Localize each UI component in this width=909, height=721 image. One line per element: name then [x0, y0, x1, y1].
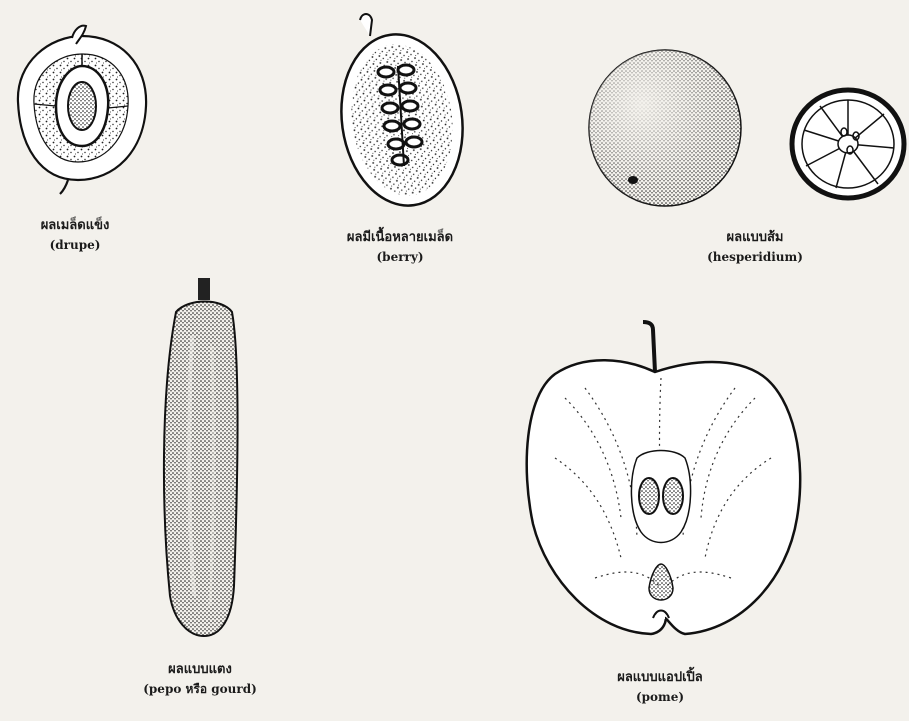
drupe-english-label: (drupe) [20, 236, 130, 255]
berry-illustration [338, 10, 466, 208]
pome-thai-label: ผลแบบแอปเปิ้ล [560, 668, 760, 688]
berry-thai-label: ผลมีเนื้อหลายเมล็ด [300, 228, 500, 248]
hesperidium-thai-label: ผลแบบส้ม [680, 228, 830, 248]
pepo-illustration [148, 276, 240, 640]
pepo-caption: ผลแบบแตง (pepo หรือ gourd) [100, 660, 300, 699]
pome-caption: ผลแบบแอปเปิ้ล (pome) [560, 668, 760, 707]
hesperidium-whole-illustration [585, 46, 745, 210]
hesperidium-section-illustration [790, 88, 906, 200]
pome-illustration [525, 318, 801, 640]
drupe-thai-label: ผลเมล็ดแข็ง [20, 216, 130, 236]
hesperidium-caption: ผลแบบส้ม (hesperidium) [680, 228, 830, 267]
berry-caption: ผลมีเนื้อหลายเมล็ด (berry) [300, 228, 500, 267]
pome-english-label: (pome) [560, 688, 760, 707]
pepo-thai-label: ผลแบบแตง [100, 660, 300, 680]
drupe-caption: ผลเมล็ดแข็ง (drupe) [20, 216, 130, 255]
drupe-illustration [10, 22, 152, 194]
berry-english-label: (berry) [300, 248, 500, 267]
hesperidium-english-label: (hesperidium) [680, 248, 830, 267]
pepo-english-label: (pepo หรือ gourd) [100, 680, 300, 699]
